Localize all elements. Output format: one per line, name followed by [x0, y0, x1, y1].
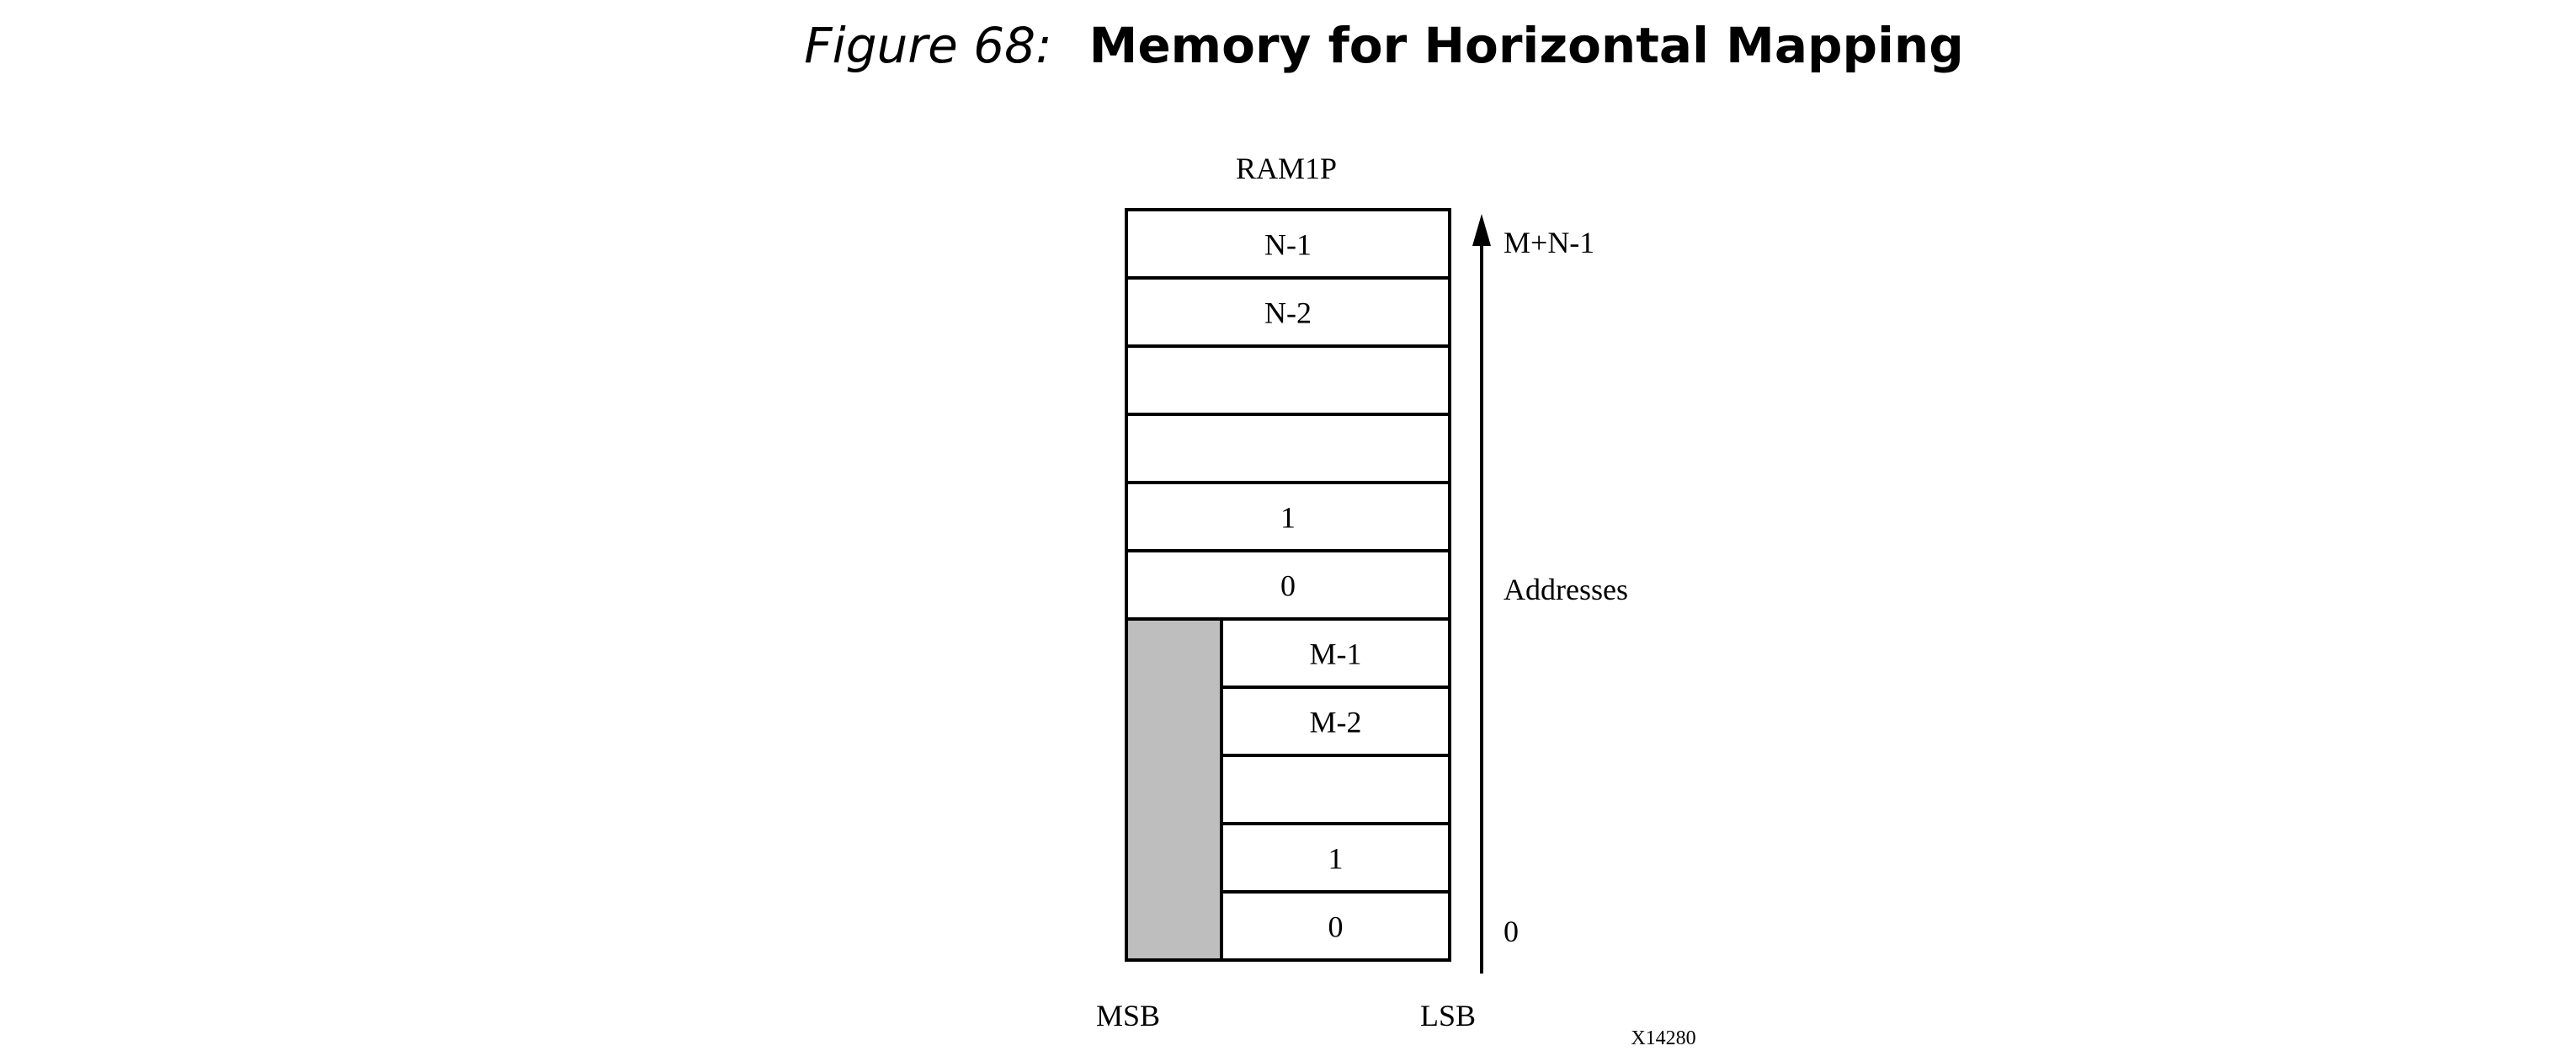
memory-row	[1125, 413, 1451, 484]
memory-row-cell	[1125, 413, 1451, 484]
lsb-label: LSB	[1420, 999, 1476, 1032]
memory-row	[1125, 344, 1451, 416]
memory-row: 0	[1125, 549, 1451, 621]
address-axis: M+N-1 Addresses 0	[1472, 214, 1628, 974]
memory-row: M-2	[1220, 686, 1451, 757]
memory-row: M-1	[1220, 617, 1451, 689]
memory-row-cell	[1220, 754, 1451, 825]
memory-row-label: M-1	[1310, 638, 1362, 671]
memory-row	[1220, 754, 1451, 825]
memory-row-cell	[1125, 276, 1451, 348]
memory-row-label: N-2	[1264, 296, 1312, 330]
figure-number: Figure 68:	[804, 17, 1052, 74]
memory-row-cell	[1220, 822, 1451, 894]
memory-row-label: M-2	[1310, 706, 1362, 739]
address-top-label: M+N-1	[1504, 226, 1594, 259]
ram-block-label: RAM1P	[1236, 152, 1337, 185]
memory-row-label: 0	[1328, 910, 1344, 944]
memory-row-label: 1	[1280, 501, 1296, 535]
lower-memory-rows: M-1M-2 1 0	[1220, 617, 1451, 962]
memory-row: 1	[1220, 822, 1451, 894]
memory-row-cell	[1125, 344, 1451, 416]
memory-row-cell	[1220, 890, 1451, 962]
addresses-label: Addresses	[1504, 573, 1628, 606]
memory-row-label: 0	[1280, 569, 1296, 603]
memory-row-cell	[1125, 481, 1451, 552]
upper-memory-rows: N-1N-2 1 0	[1125, 208, 1451, 621]
figure-caption: Memory for Horizontal Mapping	[1088, 17, 1964, 74]
memory-row: 1	[1125, 481, 1451, 552]
memory-row-cell	[1220, 617, 1451, 689]
memory-row-label: 1	[1328, 842, 1344, 876]
memory-row: 0	[1220, 890, 1451, 962]
unused-msb-region	[1125, 617, 1223, 962]
unused-msb-bits	[1125, 617, 1223, 962]
memory-row-label: N-1	[1264, 228, 1312, 262]
figure-id-label: X14280	[1631, 1027, 1695, 1049]
address-bottom-label: 0	[1504, 915, 1519, 948]
memory-row: N-2	[1125, 276, 1451, 348]
memory-row-cell	[1220, 686, 1451, 757]
memory-row: N-1	[1125, 208, 1451, 280]
figure-title: Figure 68: Memory for Horizontal Mapping	[0, 13, 2576, 77]
msb-label: MSB	[1096, 999, 1160, 1032]
address-axis-arrowhead	[1472, 214, 1491, 246]
